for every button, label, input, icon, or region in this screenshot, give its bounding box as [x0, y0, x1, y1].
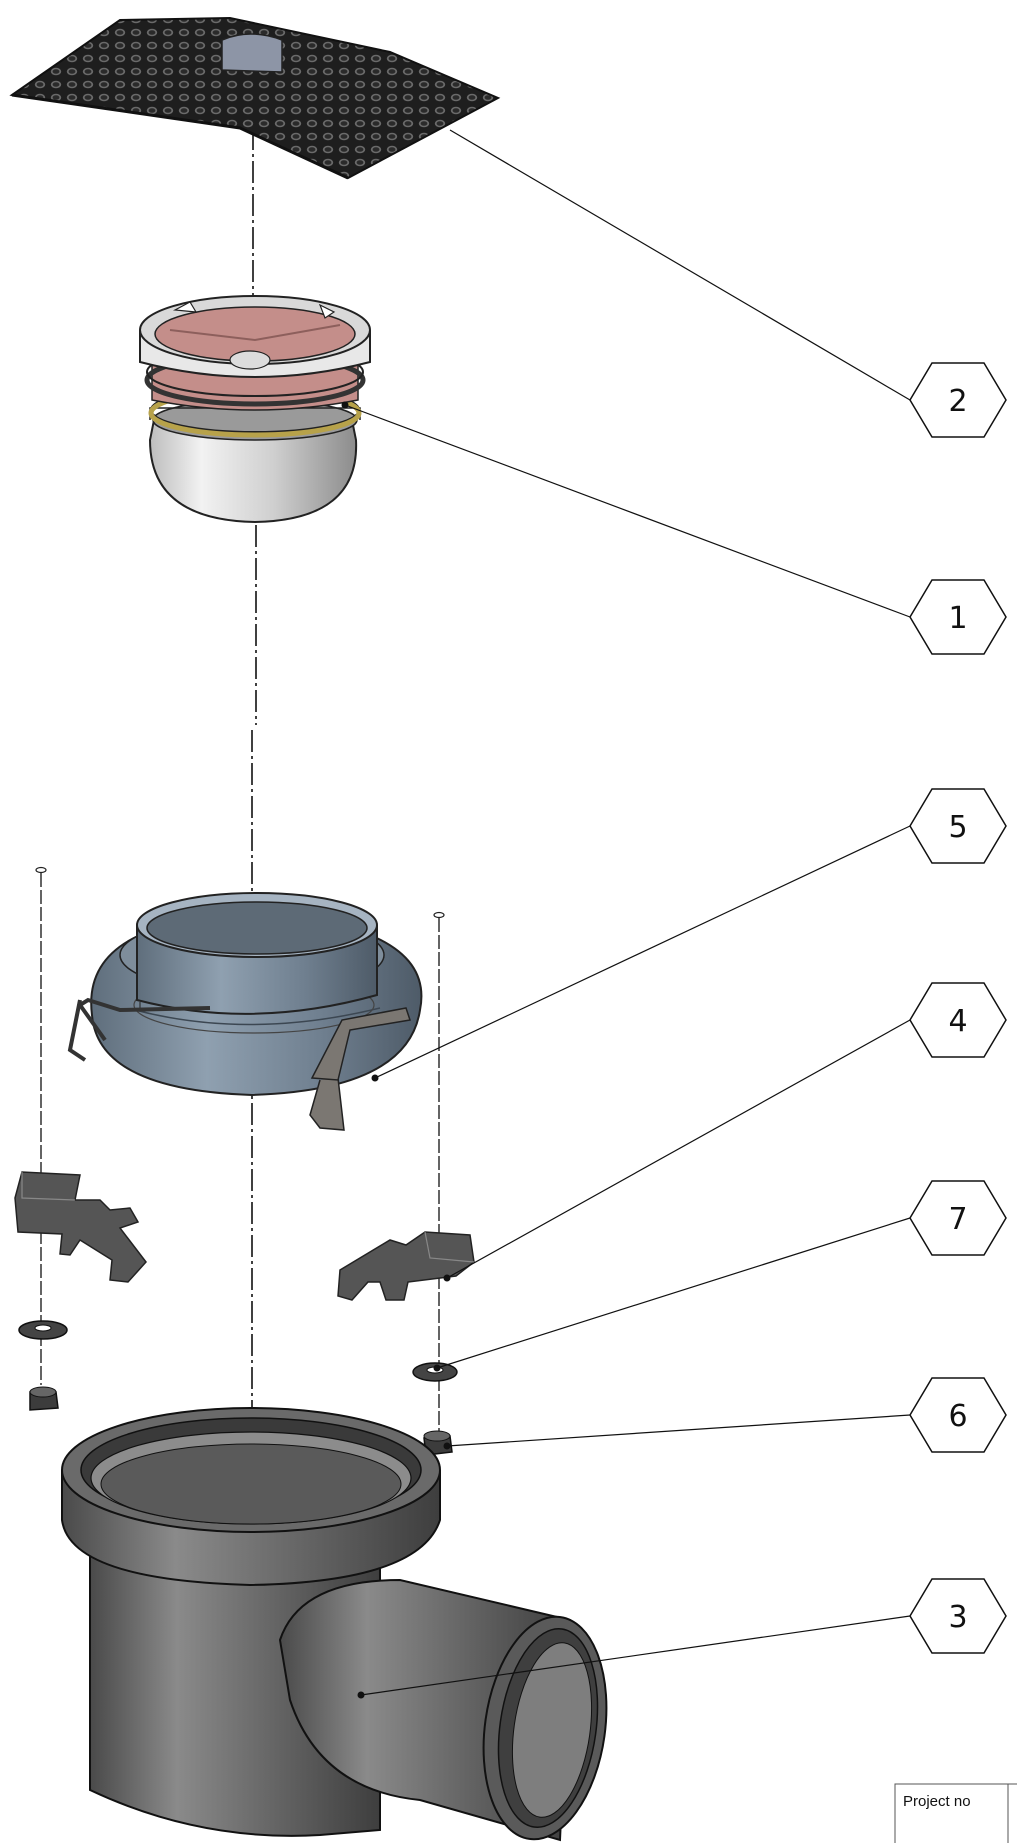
- right-bracket-part: [337, 1231, 475, 1301]
- drain-body-part: [61, 1407, 608, 1842]
- callout-6-label: 6: [948, 1399, 967, 1434]
- callout-3-label: 3: [948, 1600, 967, 1635]
- right-washer-part: [412, 1362, 458, 1382]
- left-bracket-part: [14, 1171, 147, 1283]
- callout-4: 4: [909, 982, 1007, 1058]
- right-bolt: [433, 911, 445, 1440]
- strainer-insert-part: [139, 295, 371, 524]
- left-bolt: [35, 866, 47, 1385]
- callout-1-label: 1: [948, 601, 967, 636]
- callout-2: 2: [909, 362, 1007, 438]
- callout-2-label: 2: [948, 384, 967, 419]
- callout-7: 7: [909, 1180, 1007, 1256]
- left-washer-part: [18, 1320, 68, 1340]
- callout-3: 3: [909, 1578, 1007, 1654]
- leader-lines: [344, 129, 911, 1696]
- callout-6: 6: [909, 1377, 1007, 1453]
- callout-7-label: 7: [948, 1202, 967, 1237]
- grate-part: [9, 16, 501, 180]
- callout-1: 1: [909, 579, 1007, 655]
- project-no-label: Project no: [903, 1793, 971, 1810]
- collar-part: [67, 892, 423, 1131]
- title-block: Project no: [894, 1783, 1017, 1843]
- callout-4-label: 4: [948, 1004, 967, 1039]
- callout-5: 5: [909, 788, 1007, 864]
- leader-dots: [341, 401, 451, 1699]
- left-nut-part: [29, 1386, 59, 1411]
- callout-5-label: 5: [948, 810, 967, 845]
